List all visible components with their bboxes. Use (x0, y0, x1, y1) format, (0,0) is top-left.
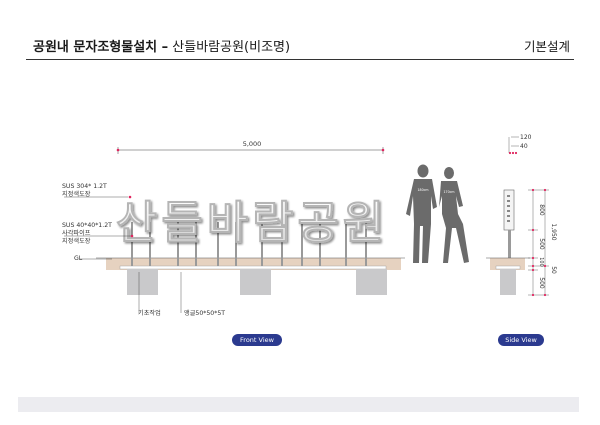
dimension-dot (511, 151, 515, 155)
side-view-button[interactable]: Side View (498, 334, 544, 346)
title-bold: 공원내 문자조형물설치 – (33, 40, 169, 55)
side-post (508, 230, 511, 267)
ground-level-label: GL (74, 255, 83, 262)
figure-height-tag: 180cm (418, 188, 429, 192)
footer-bar (18, 397, 579, 412)
foundation-block (240, 269, 271, 295)
header-divider (26, 59, 574, 60)
scale-figures (406, 164, 469, 263)
design-stage-label: 기본설계 (523, 39, 570, 54)
width-dimension-label: 5,000 (243, 140, 262, 148)
title-sub: 산들바람공원(비조명) (168, 40, 291, 55)
callout-post-material: SUS 40*40*1.2T 사각파이프 지정색도장 (62, 222, 112, 245)
side-dim-50: 50 (550, 266, 557, 274)
dimension-dot (116, 148, 120, 152)
side-dim-1950: 1,950 (550, 223, 557, 240)
support-posts (131, 222, 367, 266)
dimension-dot (514, 151, 518, 155)
side-view-drawing: 120 40 (486, 134, 557, 297)
side-dim-500a: 500 (538, 238, 545, 250)
callout-dot (128, 195, 132, 199)
angle-label: 앵글50*50*5T (184, 310, 226, 317)
side-dim-120: 120 (520, 134, 532, 141)
callout-dot (130, 234, 134, 238)
width-dimension: 5,000 (116, 140, 385, 154)
base-rail (119, 265, 387, 270)
foundation-block (356, 269, 387, 295)
woman-silhouette (439, 167, 469, 263)
page-title: 공원내 문자조형물설치 – 산들바람공원(비조명) (33, 36, 290, 55)
callout-lines (64, 196, 182, 313)
side-dim-800: 800 (538, 204, 545, 216)
dimension-dot (508, 151, 512, 155)
side-foundation (500, 269, 516, 295)
callout-letter-material: SUS 304* 1.2T 지정색도장 (62, 183, 107, 198)
side-dim-100: 100 (538, 257, 544, 267)
foundation-label: 기초작업 (138, 310, 161, 317)
figure-height-tag: 170cm (444, 190, 455, 194)
sign-lettering: 산들바람공원 (116, 196, 388, 249)
front-view-button[interactable]: Front View (232, 334, 282, 346)
man-silhouette (406, 164, 437, 263)
dimension-dot (381, 148, 385, 152)
foundation-block (127, 269, 158, 295)
side-dim-500b: 500 (538, 277, 545, 289)
side-dim-40: 40 (520, 143, 528, 150)
